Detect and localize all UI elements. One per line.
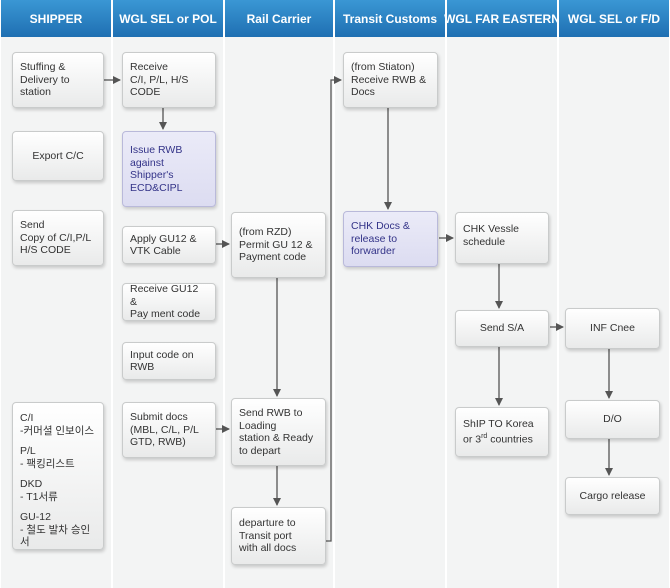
node-label: Input code on RWB xyxy=(130,348,194,374)
node-chk-docs: CHK Docs & release to forwarder xyxy=(343,211,438,267)
lane-header-wgl-sel-fd: WGL SEL or F/D xyxy=(559,0,669,37)
node-label: Apply GU12 & VTK Cable xyxy=(130,232,197,258)
node-from-station: (from Stiaton) Receive RWB & Docs xyxy=(343,52,438,108)
ship-korea-line2a: or 3 xyxy=(463,433,482,446)
node-label: Stuffing & Delivery to station xyxy=(20,61,70,99)
node-apply-gu12: Apply GU12 & VTK Cable xyxy=(122,226,216,264)
lane-header-shipper: SHIPPER xyxy=(1,0,111,37)
legend-dkd-desc: - T1서류 xyxy=(20,490,58,503)
node-permit-gu12: (from RZD) Permit GU 12 & Payment code xyxy=(231,212,326,278)
lane-header-rail-carrier: Rail Carrier xyxy=(225,0,333,37)
node-send-sa: Send S/A xyxy=(455,310,549,347)
ship-korea-sup: rd xyxy=(481,432,488,440)
node-send-copy: Send Copy of C/I,P/L H/S CODE xyxy=(12,210,104,266)
node-label: Send Copy of C/I,P/L H/S CODE xyxy=(20,219,92,257)
arrow-departure-to-station xyxy=(326,76,342,542)
legend-pl-desc: - 팩킹리스트 xyxy=(20,457,75,470)
node-label: Receive GU12 & Pay ment code xyxy=(130,283,201,321)
node-chk-vessel: CHK Vessle schedule xyxy=(455,212,549,264)
node-label: (from Stiaton) Receive RWB & Docs xyxy=(351,61,427,99)
ship-korea-line2b: countries xyxy=(487,433,533,446)
node-label: Submit docs (MBL, C/L, P/L GTD, RWB) xyxy=(130,411,199,449)
lane-header-wgl-sel-pol: WGL SEL or POL xyxy=(113,0,223,37)
legend-ci: C/I xyxy=(20,412,34,424)
legend-gu12-desc: - 철도 발차 승인서 xyxy=(20,523,91,549)
legend-dkd: DKD xyxy=(20,478,43,490)
lane-wgl-far-eastern: WGL FAR EASTERN xyxy=(444,0,560,588)
lane-header-transit-customs: Transit Customs xyxy=(335,0,445,37)
node-send-rwb: Send RWB to Loading station & Ready to d… xyxy=(231,398,326,466)
legend-pl: P/L xyxy=(20,445,36,457)
node-issue-rwb: Issue RWB against Shipper's ECD&CIPL xyxy=(122,131,216,207)
ship-korea-line1: ShIP TO Korea xyxy=(463,418,534,431)
legend-gu12: GU-12 xyxy=(20,511,51,523)
node-label: CHK Docs & release to forwarder xyxy=(351,220,410,258)
legend-ci-desc: -커머셜 인보이스 xyxy=(20,424,95,437)
node-label: INF Cnee xyxy=(590,322,635,335)
node-label: ShIP TO Korea or 3rd countries xyxy=(463,418,534,446)
node-label: Send RWB to Loading station & Ready to d… xyxy=(239,407,314,457)
node-export-cc: Export C/C xyxy=(12,131,104,181)
node-label: Receive C/I, P/L, H/S CODE xyxy=(130,61,189,99)
node-label: Cargo release xyxy=(579,489,646,502)
node-legend: C/I -커머셜 인보이스 P/L - 팩킹리스트 DKD - T1서류 GU-… xyxy=(12,402,104,550)
node-receive-ci-pl: Receive C/I, P/L, H/S CODE xyxy=(122,52,216,108)
node-submit-docs: Submit docs (MBL, C/L, P/L GTD, RWB) xyxy=(122,402,216,458)
lane-header-wgl-far-eastern: WGL FAR EASTERN xyxy=(444,0,560,37)
node-do: D/O xyxy=(565,400,660,439)
node-receive-gu12: Receive GU12 & Pay ment code xyxy=(122,283,216,321)
node-label: (from RZD) Permit GU 12 & Payment code xyxy=(239,226,313,264)
node-input-code: Input code on RWB xyxy=(122,342,216,380)
node-label: CHK Vessle schedule xyxy=(463,223,520,248)
node-label: Export C/C xyxy=(32,149,84,162)
node-stuffing-delivery: Stuffing & Delivery to station xyxy=(12,52,104,108)
node-label: Issue RWB against Shipper's ECD&CIPL xyxy=(130,144,183,194)
legend-content: C/I -커머셜 인보이스 P/L - 팩킹리스트 DKD - T1서류 GU-… xyxy=(20,412,96,549)
node-label: Send S/A xyxy=(479,322,525,335)
node-cargo-release: Cargo release xyxy=(565,477,660,515)
node-ship-korea: ShIP TO Korea or 3rd countries xyxy=(455,407,549,457)
node-label: departure to Transit port with all docs xyxy=(239,517,297,555)
node-departure: departure to Transit port with all docs xyxy=(231,507,326,565)
node-label: D/O xyxy=(603,413,622,426)
node-inf-cnee: INF Cnee xyxy=(565,308,660,349)
lane-rail-carrier: Rail Carrier xyxy=(225,0,333,588)
